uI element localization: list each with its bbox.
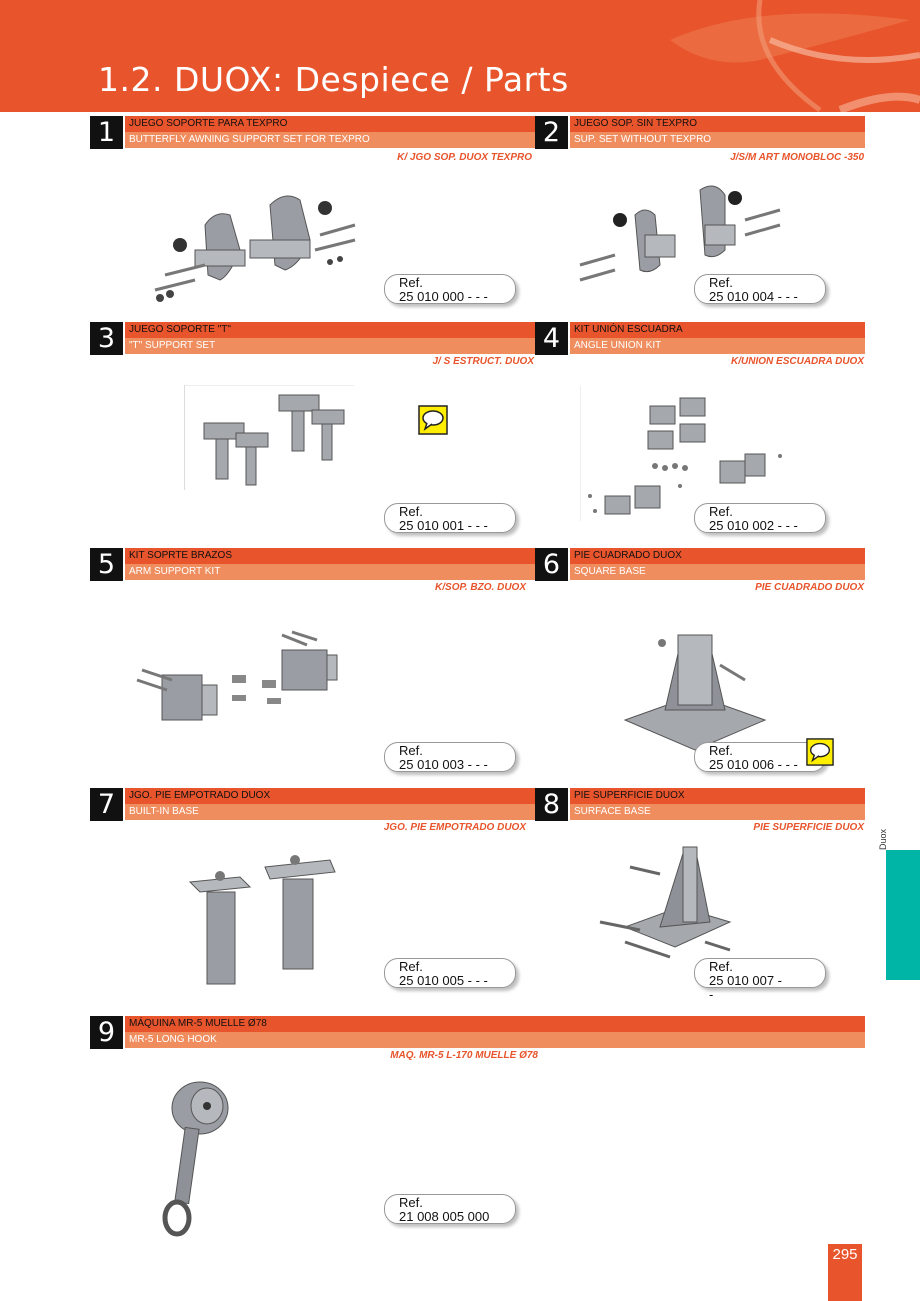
section-number-1: 1 bbox=[90, 116, 123, 149]
section-title-es-2: JUEGO SOP. SIN TEXPRO bbox=[570, 116, 865, 132]
ref-box-1: Ref. 25 010 000 - - - bbox=[384, 274, 516, 304]
section-code-1: K/ JGO SOP. DUOX TEXPRO bbox=[397, 152, 532, 163]
section-number-4: 4 bbox=[535, 322, 568, 355]
section-title-es-6: PIE CUADRADO DUOX bbox=[570, 548, 865, 564]
section-code-9: MAQ. MR-5 L-170 MUELLE Ø78 bbox=[390, 1050, 538, 1061]
ref-box-9: Ref. 21 008 005 000 bbox=[384, 1194, 516, 1224]
section-code-4: K/UNION ESCUADRA DUOX bbox=[731, 356, 864, 367]
ref-box-3: Ref. 25 010 001 - - - bbox=[384, 503, 516, 533]
support-set-without-texpro-image bbox=[579, 185, 781, 282]
section-code-7: JGO. PIE EMPOTRADO DUOX bbox=[383, 822, 526, 833]
page-number: 295 bbox=[828, 1244, 862, 1301]
section-number-8: 8 bbox=[535, 788, 568, 821]
ref-label: Ref. bbox=[399, 959, 423, 974]
ref-value: 25 010 004 - - - bbox=[709, 289, 798, 304]
section-number-5: 5 bbox=[90, 548, 123, 581]
section-title-es-1: JUEGO SOPORTE PARA TEXPRO bbox=[125, 116, 535, 132]
ref-value: 25 010 005 - - - bbox=[399, 973, 488, 988]
ref-value: 21 008 005 000 bbox=[399, 1209, 490, 1224]
ref-label: Ref. bbox=[399, 743, 423, 758]
mr5-machine-image bbox=[162, 1081, 229, 1237]
arm-support-kit-image bbox=[136, 630, 338, 721]
ref-value: 25 010 001 - - - bbox=[399, 518, 488, 533]
section-code-8: PIE SUPERFICIE DUOX bbox=[753, 822, 864, 833]
ref-box-2: Ref. 25 010 004 - - - bbox=[694, 274, 826, 304]
section-title-en-9: MR-5 LONG HOOK bbox=[125, 1032, 865, 1048]
ref-value: 25 010 007 - bbox=[709, 973, 783, 988]
ref-value-overflow: - bbox=[709, 987, 714, 1002]
section-title-es-7: JGO. PIE EMPOTRADO DUOX bbox=[125, 788, 535, 804]
section-number-6: 6 bbox=[535, 548, 568, 581]
comment-icon[interactable] bbox=[806, 738, 834, 766]
ref-box-8: Ref. 25 010 007 - - bbox=[694, 958, 826, 1002]
section-title-en-1: BUTTERFLY AWNING SUPPORT SET FOR TEXPRO bbox=[125, 132, 535, 148]
section-number-9: 9 bbox=[90, 1016, 123, 1049]
angle-union-kit-image bbox=[580, 386, 782, 521]
section-title-en-4: ANGLE UNION KIT bbox=[570, 338, 865, 354]
section-title-es-8: PIE SUPERFICIE DUOX bbox=[570, 788, 865, 804]
section-title-en-3: "T" SUPPORT SET bbox=[125, 338, 535, 354]
surface-base-image bbox=[599, 846, 732, 959]
section-number-3: 3 bbox=[90, 322, 123, 355]
ref-value: 25 010 002 - - - bbox=[709, 518, 798, 533]
section-code-2: J/S/M ART MONOBLOC -350 bbox=[730, 152, 864, 163]
support-set-texpro-image bbox=[154, 195, 356, 302]
ref-value: 25 010 000 - - - bbox=[399, 289, 488, 304]
ref-box-7: Ref. 25 010 005 - - - bbox=[384, 958, 516, 988]
ref-label: Ref. bbox=[399, 1195, 423, 1210]
section-title-en-5: ARM SUPPORT KIT bbox=[125, 564, 535, 580]
ref-label: Ref. bbox=[709, 743, 733, 758]
ref-label: Ref. bbox=[709, 504, 733, 519]
section-code-5: K/SOP. BZO. DUOX bbox=[435, 582, 526, 593]
section-title-en-7: BUILT-IN BASE bbox=[125, 804, 535, 820]
ref-label: Ref. bbox=[399, 275, 423, 290]
section-title-en-8: SURFACE BASE bbox=[570, 804, 865, 820]
section-title-en-6: SQUARE BASE bbox=[570, 564, 865, 580]
section-title-es-4: KIT UNIÓN ESCUADRA bbox=[570, 322, 865, 338]
ref-value: 25 010 003 - - - bbox=[399, 757, 488, 772]
section-title-en-2: SUP. SET WITHOUT TEXPRO bbox=[570, 132, 865, 148]
ref-box-6: Ref. 25 010 006 - - - bbox=[694, 742, 826, 772]
section-code-3: J/ S ESTRUCT. DUOX bbox=[432, 356, 535, 367]
ref-label: Ref. bbox=[399, 504, 423, 519]
section-title-es-5: KIT SOPRTE BRAZOS bbox=[125, 548, 535, 564]
ref-box-5: Ref. 25 010 003 - - - bbox=[384, 742, 516, 772]
built-in-base-image bbox=[188, 855, 336, 985]
side-tab-label: Duox bbox=[878, 828, 888, 850]
ref-value: 25 010 006 - - - bbox=[709, 757, 798, 772]
comment-icon[interactable] bbox=[418, 405, 448, 435]
page-header: 1.2. DUOX: Despiece / Parts bbox=[0, 0, 920, 112]
ref-label: Ref. bbox=[709, 959, 733, 974]
t-support-set-image bbox=[184, 385, 354, 490]
section-title-es-9: MÁQUINA MR-5 MUELLE Ø78 bbox=[125, 1016, 865, 1032]
section-number-2: 2 bbox=[535, 116, 568, 149]
brand-swoosh-graphic bbox=[670, 0, 920, 112]
section-code-6: PIE CUADRADO DUOX bbox=[755, 582, 864, 593]
page-title: 1.2. DUOX: Despiece / Parts bbox=[98, 60, 569, 99]
ref-label: Ref. bbox=[709, 275, 733, 290]
section-number-7: 7 bbox=[90, 788, 123, 821]
side-tab bbox=[886, 850, 920, 980]
section-title-es-3: JUEGO SOPORTE "T" bbox=[125, 322, 535, 338]
square-base-image bbox=[623, 634, 767, 751]
ref-box-4: Ref. 25 010 002 - - - bbox=[694, 503, 826, 533]
